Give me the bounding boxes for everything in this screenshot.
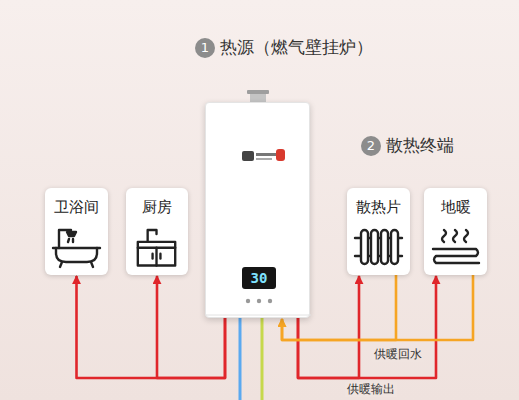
drawing-part (391, 230, 398, 264)
drawing-part (91, 262, 93, 267)
drawing-part (138, 230, 175, 265)
return-pipe (282, 275, 473, 340)
drawing-part (138, 242, 175, 266)
drawing-part (371, 230, 378, 264)
terminal-card: 卫浴间 (45, 188, 108, 275)
icon-stroke (433, 249, 479, 263)
drawing-part (206, 315, 311, 316)
icon-stroke (148, 230, 157, 242)
pipe-label: 供暖输出 (345, 382, 397, 397)
cold-water-pipe (239, 318, 242, 400)
display-digits: 30 (251, 267, 268, 289)
drawing-part (257, 299, 261, 303)
drawing-part (256, 158, 272, 160)
terminal-card: 散热片 (347, 188, 410, 275)
card-heading: 厨房 (142, 197, 172, 217)
drawing-part (242, 151, 254, 161)
drawing-part (151, 254, 153, 259)
drawing-part (53, 230, 100, 267)
display-panel: 30 (242, 267, 276, 289)
boiler-unit: 30 (205, 102, 310, 318)
callout-number: 1 (195, 38, 215, 58)
icon-stroke (56, 248, 97, 262)
drawing-part (355, 230, 402, 264)
icon-stroke (67, 232, 76, 236)
drawing-part (159, 254, 161, 259)
gas-pipe (261, 318, 264, 400)
section-title: 热源（燃气壁挂炉） (220, 37, 373, 57)
icon-stroke (464, 230, 468, 242)
drawing-part (60, 262, 62, 267)
drawing-part (155, 248, 157, 266)
supply-pipe (298, 276, 436, 378)
drawing-part (433, 230, 479, 263)
card-heading: 散热片 (356, 197, 401, 217)
callout-number: 2 (361, 136, 381, 156)
pipe-label: 供暖回水 (372, 347, 424, 362)
icon-stroke (453, 230, 457, 242)
card-heading: 地暖 (441, 197, 471, 217)
drawing-part (68, 239, 69, 242)
boiler-detail (206, 149, 311, 315)
drawing-part (256, 153, 276, 156)
terminal-card: 厨房 (126, 188, 188, 275)
section-title: 散热终端 (386, 135, 454, 155)
icon-stroke (442, 230, 446, 242)
drawing-part (246, 299, 250, 303)
drawing-part (276, 149, 285, 161)
drawing-part (268, 299, 272, 303)
supply-pipe (77, 276, 226, 378)
drawing-part (72, 239, 74, 242)
drawing-part (381, 230, 388, 264)
terminal-card: 地暖 (424, 188, 487, 275)
drawing-part (247, 90, 269, 94)
card-heading: 卫浴间 (54, 197, 99, 217)
drawing-part (361, 230, 368, 264)
drawing-part (53, 247, 100, 249)
